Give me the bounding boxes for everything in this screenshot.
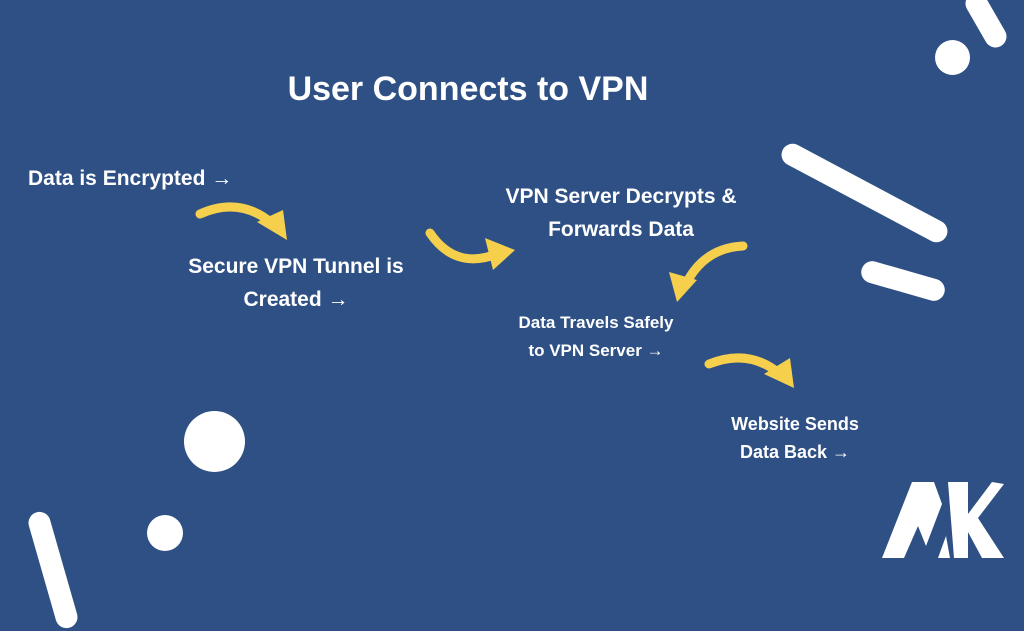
- step-line: Website Sends: [731, 414, 859, 434]
- decor-dot-bottom-left-large: [184, 411, 245, 472]
- step-line: Data Back →: [739, 442, 851, 462]
- ak-logo: [882, 482, 1004, 558]
- step-secure-tunnel: Secure VPN Tunnel is Created →: [178, 250, 414, 316]
- decor-bar-top-right: [961, 0, 1011, 52]
- decor-dot-bottom-left-small: [147, 515, 183, 551]
- step-data-encrypted: Data is Encrypted →: [28, 167, 232, 191]
- decor-bar-bottom-left: [25, 509, 81, 631]
- step-line: Created →: [243, 288, 349, 311]
- step-line: Secure VPN Tunnel is: [188, 255, 404, 278]
- step-line: Data Travels Safely: [518, 313, 674, 332]
- decor-dot-top-right: [935, 40, 970, 75]
- decor-bar-right-short: [858, 258, 948, 304]
- step-line: VPN Server Decrypts &: [505, 185, 737, 208]
- curved-arrow-2-icon: [425, 228, 515, 270]
- decor-bar-right-long: [777, 139, 952, 247]
- curved-arrow-4-icon: [704, 353, 794, 388]
- step-website-sends: Website Sends Data Back →: [722, 410, 868, 466]
- step-line: to VPN Server →: [528, 341, 664, 360]
- step-line: Data is Encrypted →: [28, 167, 233, 190]
- curved-arrow-3-icon: [669, 241, 748, 302]
- step-line: Forwards Data: [548, 218, 694, 241]
- step-data-travels: Data Travels Safely to VPN Server →: [506, 309, 686, 365]
- curved-arrow-1-icon: [195, 202, 287, 240]
- step-server-decrypts: VPN Server Decrypts & Forwards Data: [494, 180, 748, 246]
- page-title: User Connects to VPN: [287, 70, 649, 108]
